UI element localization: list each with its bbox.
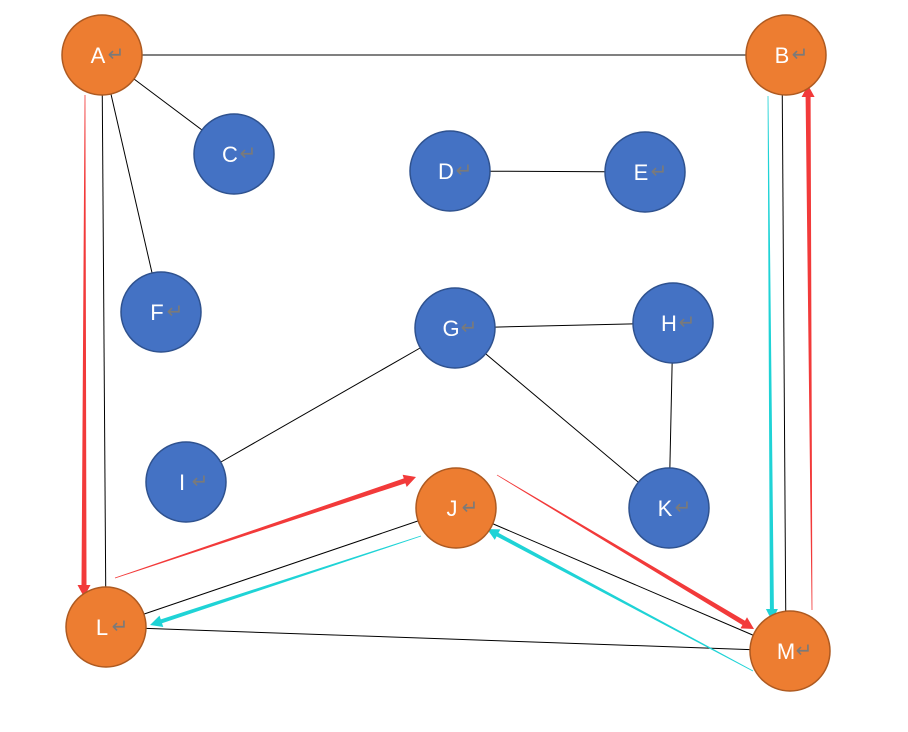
node-circle xyxy=(65,586,147,668)
node-circle xyxy=(145,441,227,523)
node-label: C xyxy=(222,142,238,167)
path-arrow-cyan-b-m xyxy=(765,96,778,621)
return-mark-icon: ↵ xyxy=(112,614,129,638)
path-arrow-cyan-m-j xyxy=(487,529,754,672)
nodes-layer: A↵B↵C↵D↵E↵F↵G↵H↵I↵J↵K↵L↵M↵ xyxy=(61,14,831,692)
node-j: J↵ xyxy=(415,467,497,549)
node-k: K↵ xyxy=(628,467,710,549)
return-mark-icon: ↵ xyxy=(651,159,668,183)
edge-l-m xyxy=(145,627,751,651)
node-label: D xyxy=(438,159,454,184)
edges-layer xyxy=(101,54,787,651)
path-arrow-red-m-b xyxy=(801,85,815,610)
path-arrow-cyan-j-l xyxy=(150,535,422,627)
edge-h-k xyxy=(669,362,673,469)
node-b: B↵ xyxy=(745,14,827,96)
node-label: E xyxy=(634,160,649,185)
return-mark-icon: ↵ xyxy=(675,495,692,519)
node-f: F↵ xyxy=(120,271,202,353)
node-circle xyxy=(120,271,202,353)
node-m: M↵ xyxy=(749,610,831,692)
return-mark-icon: ↵ xyxy=(461,315,478,339)
node-circle xyxy=(745,14,827,96)
node-circle xyxy=(604,131,686,213)
node-d: D↵ xyxy=(409,130,491,212)
node-label: F xyxy=(150,300,163,325)
node-circle xyxy=(414,287,496,369)
return-mark-icon: ↵ xyxy=(167,299,184,323)
node-i: I↵ xyxy=(145,441,227,523)
node-l: L↵ xyxy=(65,586,147,668)
return-mark-icon: ↵ xyxy=(108,42,125,66)
node-h: H↵ xyxy=(632,282,714,364)
node-label: H xyxy=(661,311,677,336)
node-label: L xyxy=(96,615,108,640)
edge-d-e xyxy=(489,170,606,173)
path-arrow-red-a-l xyxy=(77,95,91,597)
return-mark-icon: ↵ xyxy=(192,469,209,493)
paths-layer xyxy=(77,85,815,672)
node-c: C↵ xyxy=(193,113,275,195)
return-mark-icon: ↵ xyxy=(792,42,809,66)
node-a: A↵ xyxy=(61,14,143,96)
node-label: K xyxy=(658,496,673,521)
return-mark-icon: ↵ xyxy=(240,141,257,165)
node-label: A xyxy=(91,43,106,68)
node-label: B xyxy=(775,43,790,68)
node-e: E↵ xyxy=(604,131,686,213)
edge-a-c xyxy=(133,78,203,131)
node-label: I xyxy=(179,470,185,495)
edge-j-m xyxy=(492,523,754,636)
node-circle xyxy=(61,14,143,96)
node-circle xyxy=(415,467,497,549)
return-mark-icon: ↵ xyxy=(456,158,473,182)
edge-g-h xyxy=(494,323,634,328)
path-arrow-red-j-m xyxy=(496,474,754,629)
node-circle xyxy=(632,282,714,364)
return-mark-icon: ↵ xyxy=(796,638,813,662)
edge-b-m xyxy=(781,94,787,612)
edge-g-i xyxy=(220,347,421,463)
edge-g-k xyxy=(485,353,639,483)
edge-a-l xyxy=(101,94,107,588)
node-circle xyxy=(628,467,710,549)
path-arrow-red-l-j xyxy=(114,474,417,579)
edge-a-f xyxy=(110,93,153,274)
return-mark-icon: ↵ xyxy=(679,310,696,334)
node-label: J xyxy=(447,496,458,521)
edge-j-l xyxy=(143,520,419,615)
node-circle xyxy=(409,130,491,212)
node-label: G xyxy=(442,316,459,341)
node-circle xyxy=(749,610,831,692)
return-mark-icon: ↵ xyxy=(462,495,479,519)
node-g: G↵ xyxy=(414,287,496,369)
node-label: M xyxy=(777,639,795,664)
node-circle xyxy=(193,113,275,195)
